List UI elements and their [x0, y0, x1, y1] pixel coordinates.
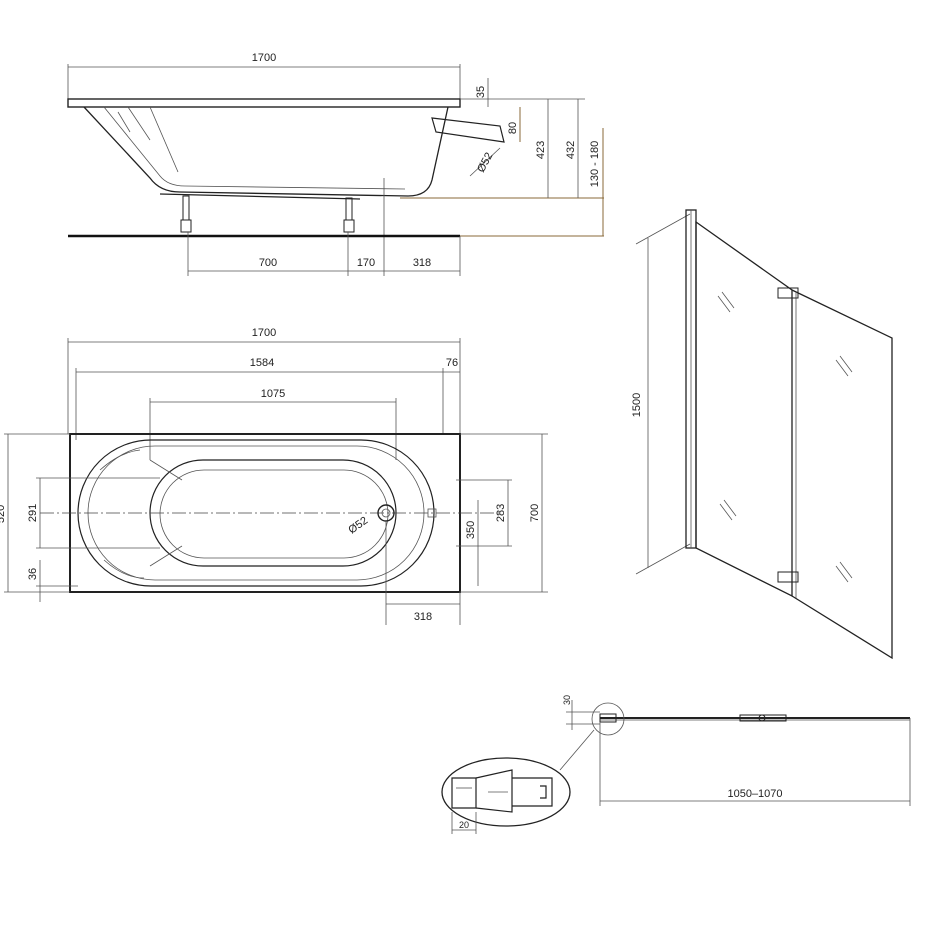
detail-callout: [441, 757, 571, 827]
top-dim-bottom-length: 1075: [261, 388, 285, 400]
hinge-bottom-icon: [777, 571, 799, 583]
top-dim-width-a: 283: [495, 504, 507, 522]
top-dim-width-inner: 291: [27, 504, 39, 522]
swing-panel: [791, 289, 893, 660]
top-dim-inner-length: 1584: [250, 357, 274, 369]
tub-basin: [77, 439, 435, 587]
top-dim-length: 1700: [252, 327, 276, 339]
top-dim-rim-side: 36: [27, 568, 39, 580]
top-view: 1700 1584 76 1075 Ø52 520: [0, 327, 548, 625]
overflow-icon: [427, 508, 437, 518]
hinge-top-icon: [777, 287, 799, 299]
top-dim-drain-dia: Ø52: [346, 515, 370, 537]
detail-dim: 20: [459, 820, 469, 830]
top-dim-width-b: 350: [465, 521, 477, 539]
dim-drain-offset: 318: [413, 257, 431, 269]
tub-rim: [67, 98, 461, 108]
screen-dim-width: 1050–1070: [727, 788, 782, 800]
leg-left: [182, 195, 190, 221]
shower-screen: 1500: [631, 209, 893, 660]
top-dim-width-left: 520: [0, 505, 7, 523]
dim-rim: 35: [475, 86, 487, 98]
screen-dim-height: 1500: [631, 393, 643, 417]
dim-depth-outer: 432: [565, 141, 577, 159]
dim-drain-dia: Ø52: [475, 151, 495, 175]
top-dim-width: 700: [529, 504, 541, 522]
top-dim-rim-end: 76: [446, 357, 458, 369]
screen-top-view: 30 1050–1070 20: [441, 695, 911, 834]
tub-body: [83, 106, 449, 197]
profile-icon: [599, 713, 617, 723]
dim-length-label: 1700: [252, 52, 276, 64]
side-view: 1700 700 170 318 35: [67, 52, 604, 276]
overflow-pipe: [431, 117, 505, 143]
top-dim-drain-offset: 318: [414, 611, 432, 623]
dim-feet: 130 - 180: [589, 141, 601, 187]
dim-overflow: 80: [507, 122, 519, 134]
fixed-panel: [695, 220, 793, 598]
screen-dim-profile: 30: [562, 695, 572, 705]
dim-leg-offset: 170: [357, 257, 375, 269]
leg-right: [345, 197, 353, 221]
dim-depth-inner: 423: [535, 141, 547, 159]
dim-leg-span: 700: [259, 257, 277, 269]
